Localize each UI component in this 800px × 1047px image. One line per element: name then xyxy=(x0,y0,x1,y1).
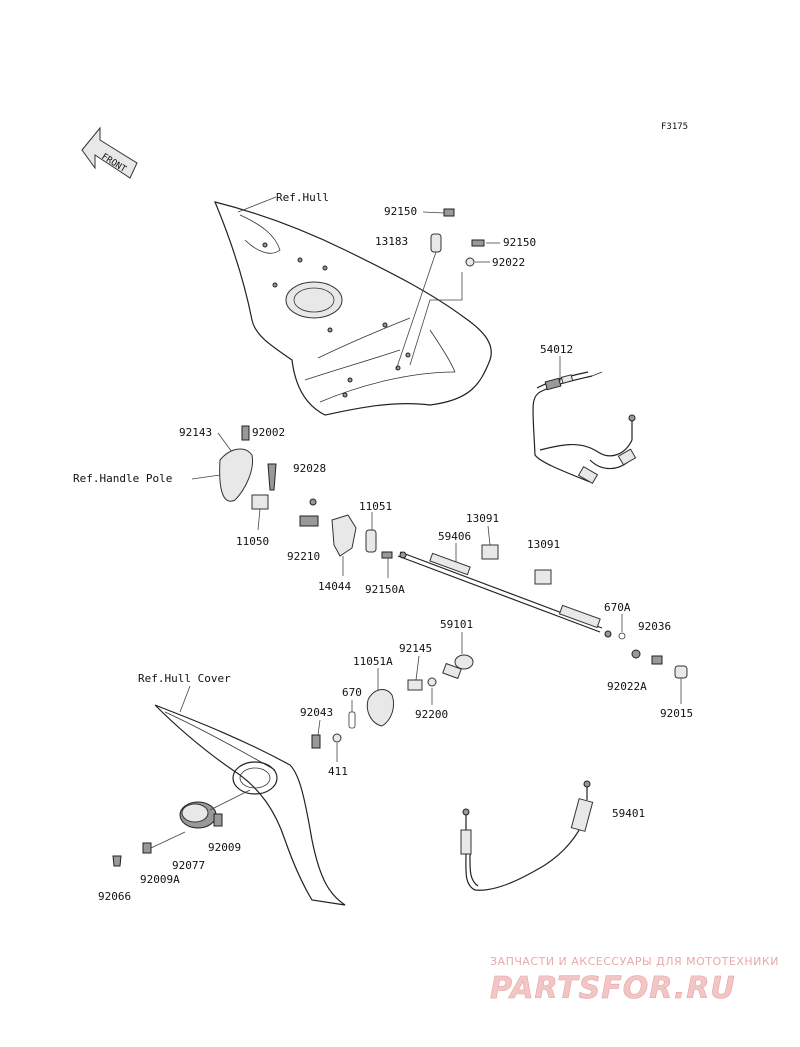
label-92150a: 92150A xyxy=(365,583,405,596)
label-59401: 59401 xyxy=(612,807,645,820)
label-92145: 92145 xyxy=(399,642,432,655)
watermark-tagline: ЗАПЧАСТИ И АКСЕССУАРЫ ДЛЯ МОТОТЕХНИКИ xyxy=(490,955,779,968)
label-92043: 92043 xyxy=(300,706,333,719)
nut-92022a-small-icon xyxy=(651,655,663,665)
label-59406: 59406 xyxy=(438,530,471,543)
label-13183: 13183 xyxy=(375,235,408,248)
label-11051: 11051 xyxy=(359,500,392,513)
cable-59406 xyxy=(397,551,612,638)
lever-59101-icon xyxy=(442,654,474,680)
pin-670-icon xyxy=(348,711,356,729)
screw-92009a-icon xyxy=(142,842,152,854)
label-13091-b: 13091 xyxy=(527,538,560,551)
clip-13183-icon xyxy=(430,233,442,253)
label-14044: 14044 xyxy=(318,580,351,593)
label-92022a: 92022A xyxy=(607,680,647,693)
label-92015: 92015 xyxy=(660,707,693,720)
label-411: 411 xyxy=(328,765,348,778)
bracket-92143-icon xyxy=(219,448,254,502)
label-13091-a: 13091 xyxy=(466,512,499,525)
label-59101: 59101 xyxy=(440,618,473,631)
label-92022: 92022 xyxy=(492,256,525,269)
spring-92145-icon xyxy=(407,679,423,691)
bolt-92150a-icon xyxy=(381,551,393,559)
label-92009: 92009 xyxy=(208,841,241,854)
label-92150-top: 92150 xyxy=(384,205,417,218)
washer-92022-icon xyxy=(465,257,475,267)
label-92036: 92036 xyxy=(638,620,671,633)
label-670a: 670A xyxy=(604,601,631,614)
hull-cover-panel xyxy=(154,704,346,906)
label-54012: 54012 xyxy=(540,343,573,356)
bolt-92150-right-icon xyxy=(471,239,485,247)
bracket-11051a-icon xyxy=(366,689,395,727)
figure-code: F3175 xyxy=(661,122,688,132)
knob-92077-icon xyxy=(179,801,217,829)
cable-54012 xyxy=(532,371,637,485)
label-92002: 92002 xyxy=(252,426,285,439)
clip-11051-icon xyxy=(365,529,377,553)
ref-hull-cover-label: Ref.Hull Cover xyxy=(138,672,231,685)
bolt-92210-icon xyxy=(299,515,319,527)
label-92077: 92077 xyxy=(172,859,205,872)
clip-13091-a-icon xyxy=(481,544,499,560)
clip-13091-b-icon xyxy=(534,569,552,585)
screw-92028-icon xyxy=(267,463,277,491)
label-92066: 92066 xyxy=(98,890,131,903)
plug-92066-icon xyxy=(112,855,122,867)
ring-670a-icon xyxy=(618,632,626,640)
label-11051a: 11051A xyxy=(353,655,393,668)
watermark-brand: PARTSFOR.RU xyxy=(490,971,736,1006)
bracket-14044-icon xyxy=(331,514,357,557)
pin-92043-icon xyxy=(311,734,321,749)
label-11050: 11050 xyxy=(236,535,269,548)
nut-92015-icon xyxy=(674,665,688,679)
ref-handle-pole-label: Ref.Handle Pole xyxy=(73,472,172,485)
screw-92009-icon xyxy=(213,813,223,827)
label-92009a: 92009A xyxy=(140,873,180,886)
bolt-92150-top-icon xyxy=(443,208,455,217)
label-92210: 92210 xyxy=(287,550,320,563)
front-arrow-icon: FRONT xyxy=(81,126,138,179)
washer-92200-icon xyxy=(427,677,437,687)
ref-hull-label: Ref.Hull xyxy=(276,191,329,204)
cable-59401 xyxy=(460,780,594,891)
washer-92036-icon xyxy=(631,649,641,659)
label-92143: 92143 xyxy=(179,426,212,439)
screw-92002-icon xyxy=(241,425,250,441)
block-11050-icon xyxy=(251,494,269,510)
washer-411-icon xyxy=(332,733,342,743)
label-670: 670 xyxy=(342,686,362,699)
label-92200: 92200 xyxy=(415,708,448,721)
label-92028: 92028 xyxy=(293,462,326,475)
hull-panel xyxy=(213,201,492,416)
label-92150-right: 92150 xyxy=(503,236,536,249)
